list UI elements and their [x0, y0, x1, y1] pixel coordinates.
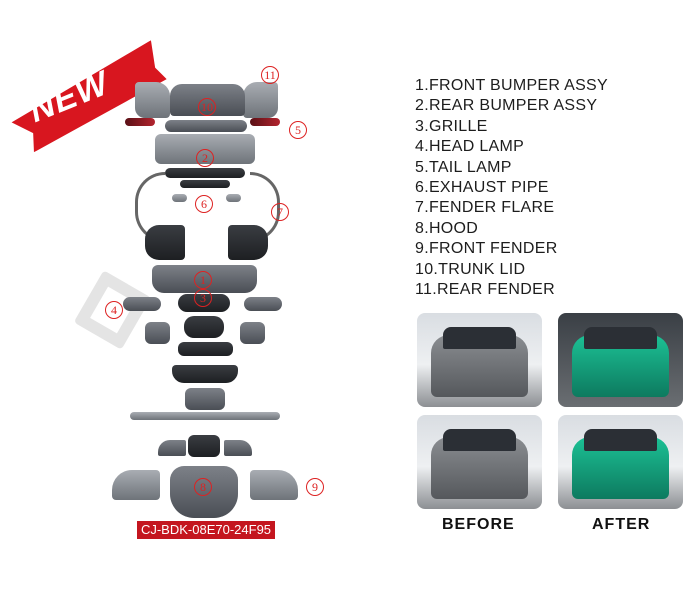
callout-5: 5 — [289, 121, 307, 139]
after-label: AFTER — [592, 516, 651, 533]
parts-list-item: 10.TRUNK LID — [415, 260, 526, 278]
parts-list-item: 5.TAIL LAMP — [415, 158, 512, 176]
parts-list-item: 9.FRONT FENDER — [415, 240, 558, 258]
parts-list: 1.FRONT BUMPER ASSY 2.REAR BUMPER ASSY 3… — [415, 76, 608, 300]
callout-1: 1 — [194, 271, 212, 289]
before-label: BEFORE — [442, 516, 515, 533]
before-front-photo — [417, 313, 542, 407]
parts-list-item: 7.FENDER FLARE — [415, 199, 555, 217]
callout-4: 4 — [105, 301, 123, 319]
parts-list-item: 2.REAR BUMPER ASSY — [415, 97, 598, 115]
parts-list-item: 8.HOOD — [415, 219, 479, 237]
parts-list-item: 3.GRILLE — [415, 117, 488, 135]
parts-list-item: 4.HEAD LAMP — [415, 138, 525, 156]
callout-3: 3 — [194, 289, 212, 307]
callout-11: 11 — [261, 66, 279, 84]
callout-7: 7 — [271, 203, 289, 221]
after-front-photo — [558, 313, 683, 407]
before-rear-photo — [417, 415, 542, 509]
after-rear-photo — [558, 415, 683, 509]
callout-9: 9 — [306, 478, 324, 496]
parts-list-item: 1.FRONT BUMPER ASSY — [415, 77, 609, 94]
callout-2: 2 — [196, 149, 214, 167]
callout-6: 6 — [195, 195, 213, 213]
callout-10: 10 — [198, 98, 216, 116]
sku-badge: CJ-BDK-08E70-24F95 — [137, 521, 275, 539]
parts-list-item: 6.EXHAUST PIPE — [415, 178, 549, 196]
callout-8: 8 — [194, 478, 212, 496]
parts-list-item: 11.REAR FENDER — [415, 280, 555, 298]
